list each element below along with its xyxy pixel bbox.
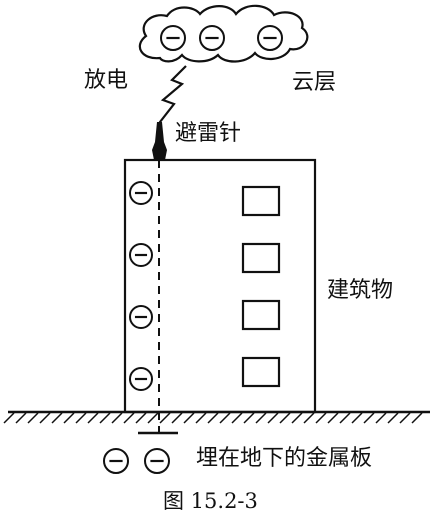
- negative-charge-icon: [199, 25, 225, 51]
- hatch-mark: [291, 412, 303, 424]
- window: [241, 242, 281, 274]
- wall-charges: [129, 181, 153, 391]
- hatch-mark: [339, 412, 351, 424]
- hatch-mark: [207, 412, 219, 424]
- hatch-mark: [387, 412, 399, 424]
- hatch-mark: [3, 412, 15, 424]
- hatch-mark: [75, 412, 87, 424]
- hatch-mark: [171, 412, 183, 424]
- negative-charge-icon: [160, 25, 186, 51]
- hatch-mark: [159, 412, 171, 424]
- label-buried-plate: 埋在地下的金属板: [196, 446, 372, 471]
- cloud: [138, 4, 309, 63]
- building-windows: [241, 185, 281, 388]
- hatch-mark: [267, 412, 279, 424]
- hatch-mark: [351, 412, 363, 424]
- figure-caption: 图 15.2-3: [163, 489, 258, 513]
- hatch-mark: [219, 412, 231, 424]
- hatch-mark: [327, 412, 339, 424]
- hatch-mark: [363, 412, 375, 424]
- hatch-mark: [135, 412, 147, 424]
- hatch-mark: [279, 412, 291, 424]
- hatch-mark: [27, 412, 39, 424]
- hatch-mark: [399, 412, 411, 424]
- cloud-charges: [160, 25, 283, 51]
- hatch-mark: [315, 412, 327, 424]
- building: [123, 158, 317, 414]
- negative-charge-icon: [129, 243, 153, 267]
- hatch-mark: [111, 412, 123, 424]
- hatch-mark: [195, 412, 207, 424]
- hatch-mark: [375, 412, 387, 424]
- hatch-mark: [147, 412, 159, 424]
- label-cloud-layer: 云层: [292, 70, 336, 95]
- negative-charge-icon: [129, 367, 153, 391]
- negative-charge-icon: [257, 25, 283, 51]
- hatch-mark: [63, 412, 75, 424]
- negative-charge-icon: [144, 448, 170, 474]
- hatch-mark: [183, 412, 195, 424]
- hatch-mark: [51, 412, 63, 424]
- hatch-mark: [255, 412, 267, 424]
- negative-charge-icon: [129, 305, 153, 329]
- window: [241, 185, 281, 217]
- hatch-mark: [243, 412, 255, 424]
- hatch-mark: [303, 412, 315, 424]
- hatch-mark: [15, 412, 27, 424]
- hatch-mark: [87, 412, 99, 424]
- lightning-rod: [152, 122, 167, 160]
- hatch-mark: [411, 412, 423, 424]
- negative-charge-icon: [129, 181, 153, 205]
- hatch-mark: [231, 412, 243, 424]
- window: [241, 299, 281, 331]
- window: [241, 356, 281, 388]
- hatch-mark: [123, 412, 135, 424]
- label-lightning-rod: 避雷针: [175, 121, 241, 146]
- hatch-mark: [39, 412, 51, 424]
- ground-hatching: [3, 412, 423, 424]
- negative-charge-icon: [103, 448, 129, 474]
- ground-charges: [103, 448, 170, 474]
- label-building: 建筑物: [327, 278, 393, 303]
- label-discharge: 放电: [84, 68, 128, 93]
- hatch-mark: [99, 412, 111, 424]
